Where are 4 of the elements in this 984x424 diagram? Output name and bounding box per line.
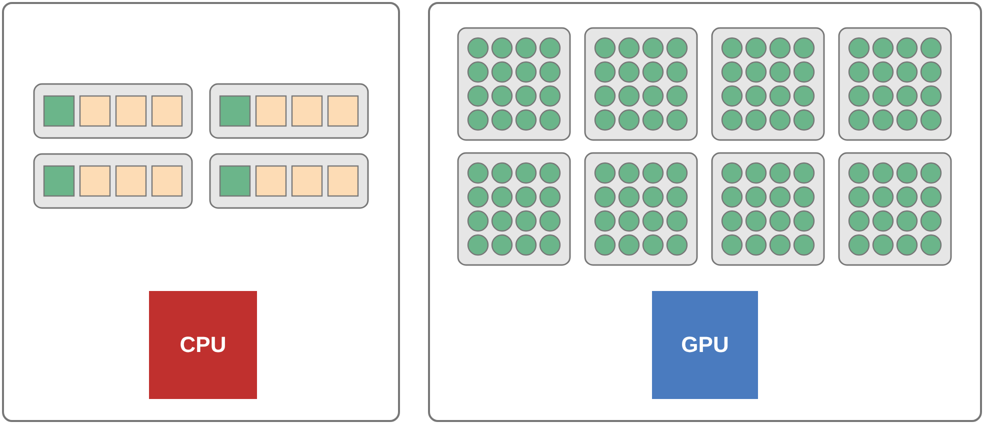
chip-box: CPU xyxy=(149,291,257,399)
panel-frame xyxy=(2,2,400,422)
chip-box: GPU xyxy=(652,291,758,399)
panel-frame xyxy=(428,2,982,422)
